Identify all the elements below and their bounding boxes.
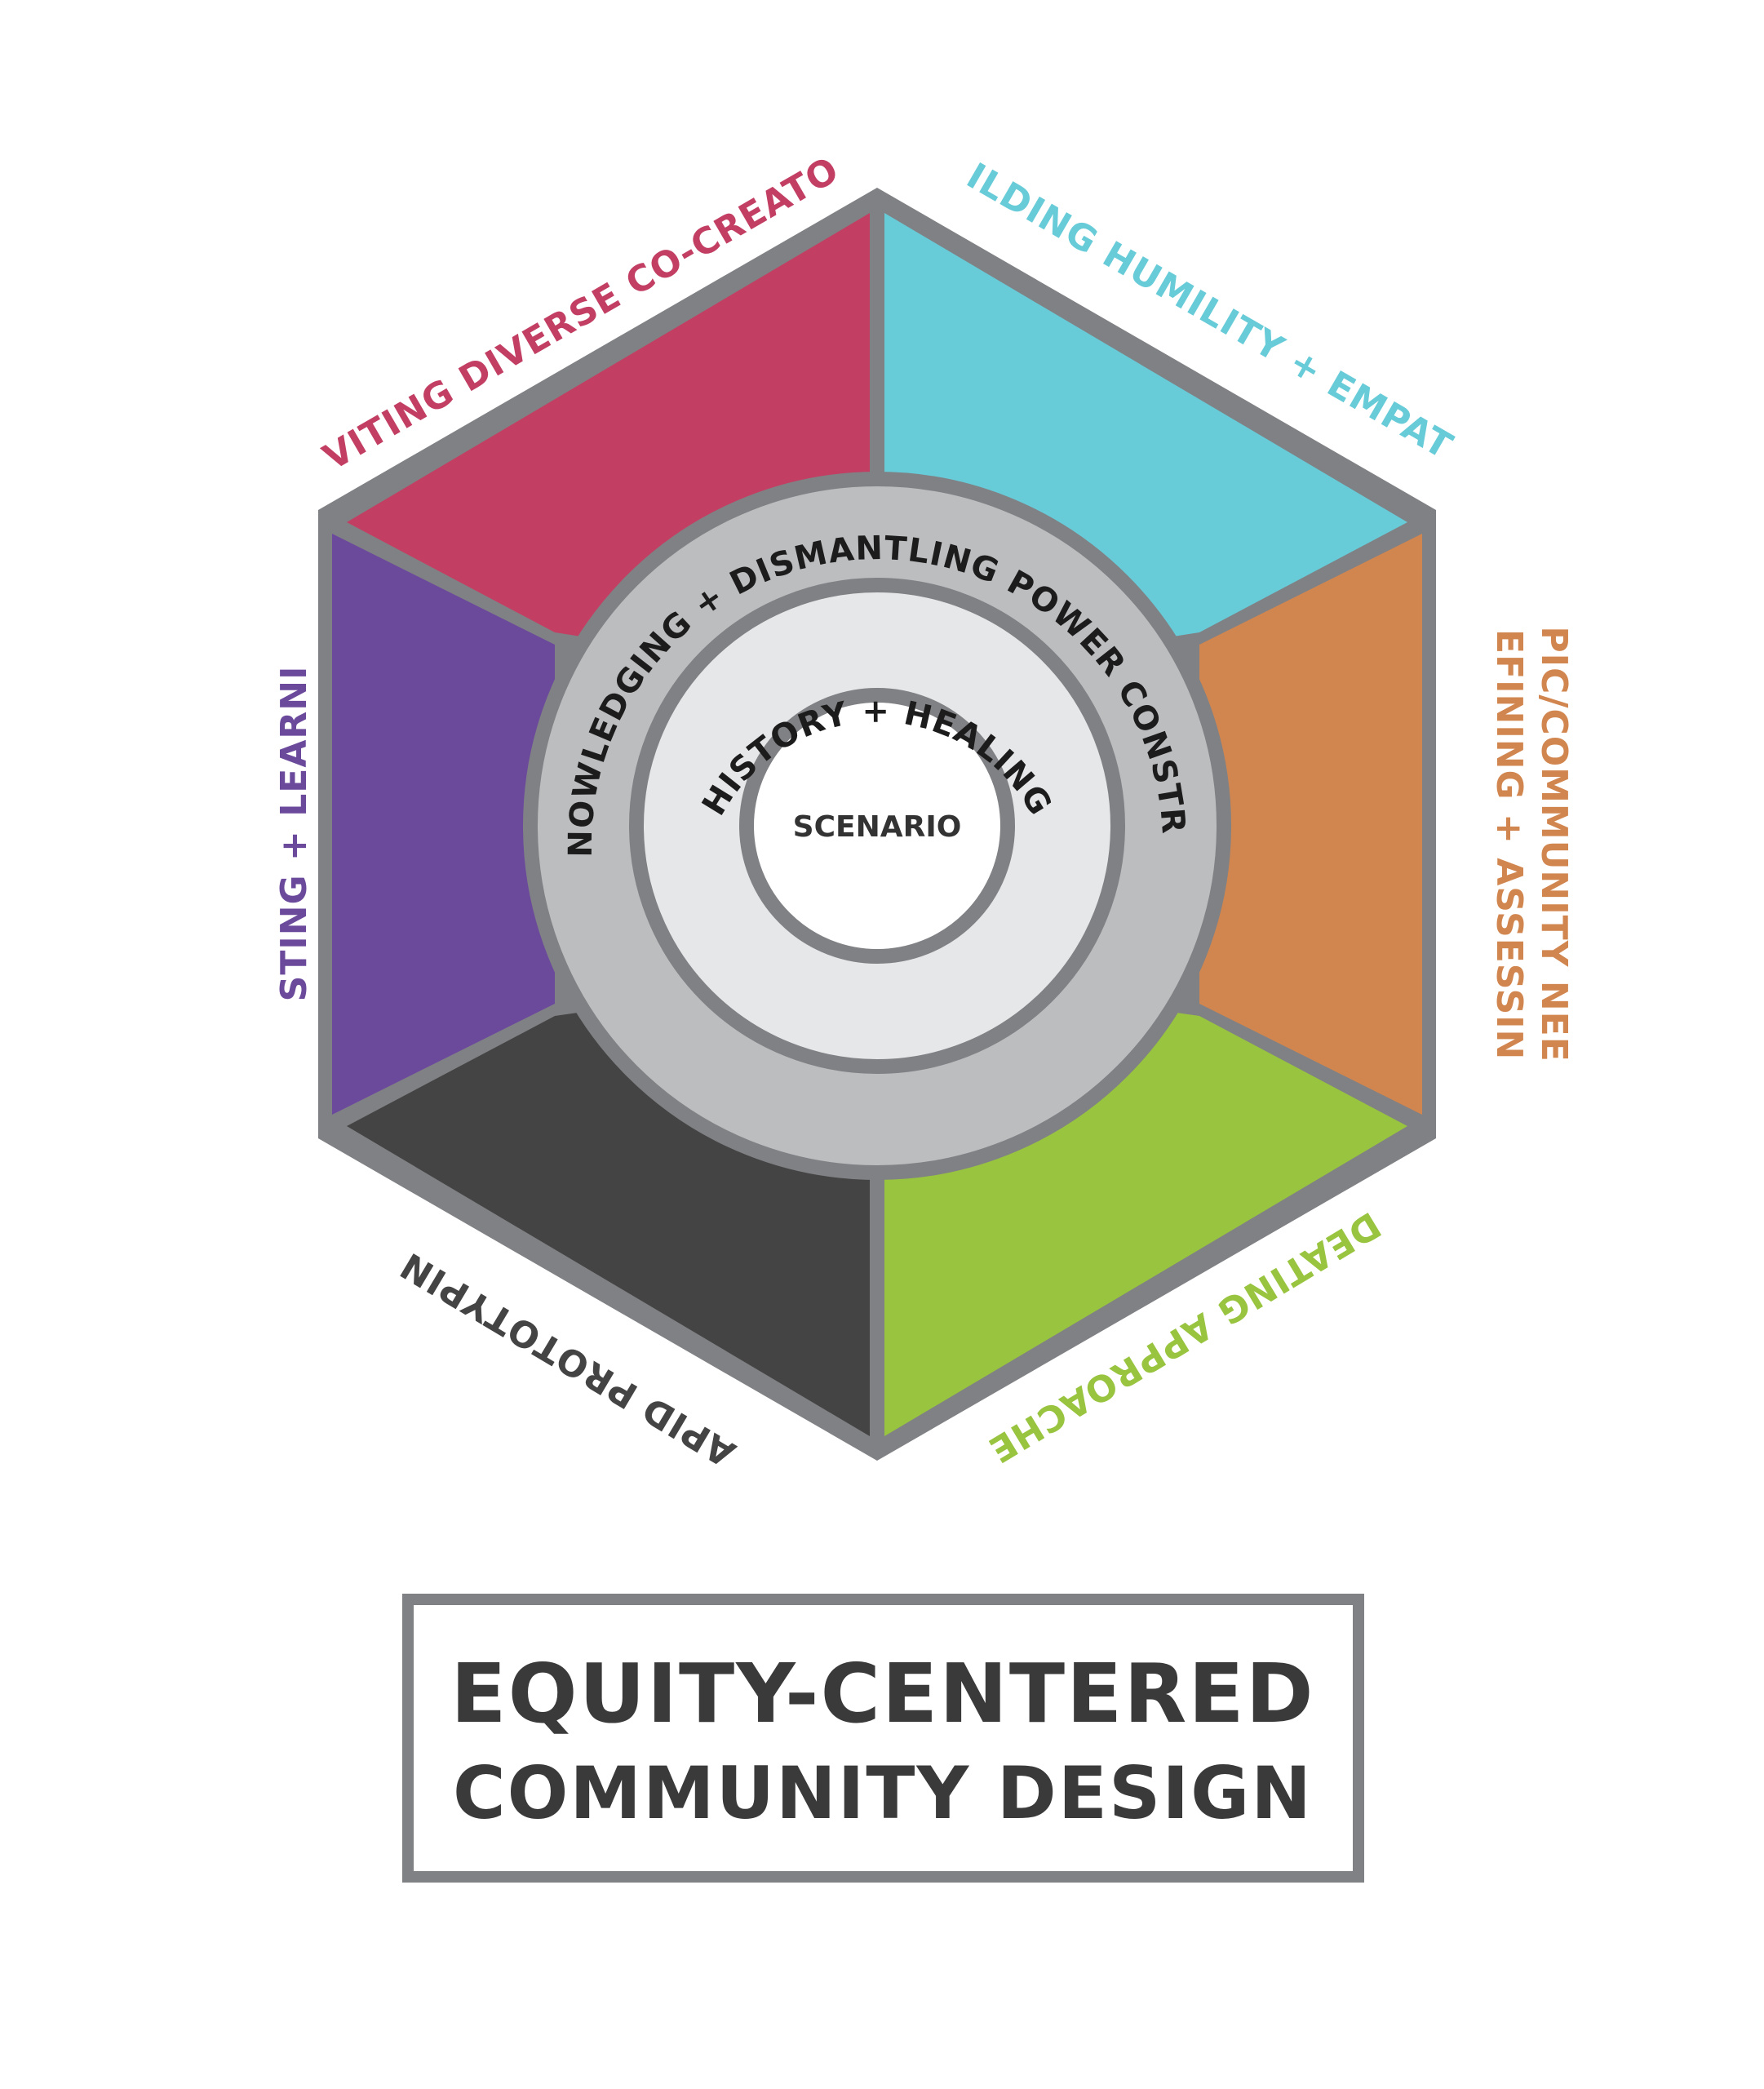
segment-defining xyxy=(1199,534,1422,1115)
title-box xyxy=(402,1594,1364,1883)
center-circle xyxy=(739,688,1015,964)
title-line-2: COMMUNITY DESIGN xyxy=(453,1751,1313,1835)
label-testing: TESTING + LEARNING xyxy=(0,0,315,1001)
label-center: SCENARIO xyxy=(793,810,962,844)
segment-testing xyxy=(332,534,555,1115)
title-line-1: EQUITY-CENTERED xyxy=(450,1646,1314,1741)
